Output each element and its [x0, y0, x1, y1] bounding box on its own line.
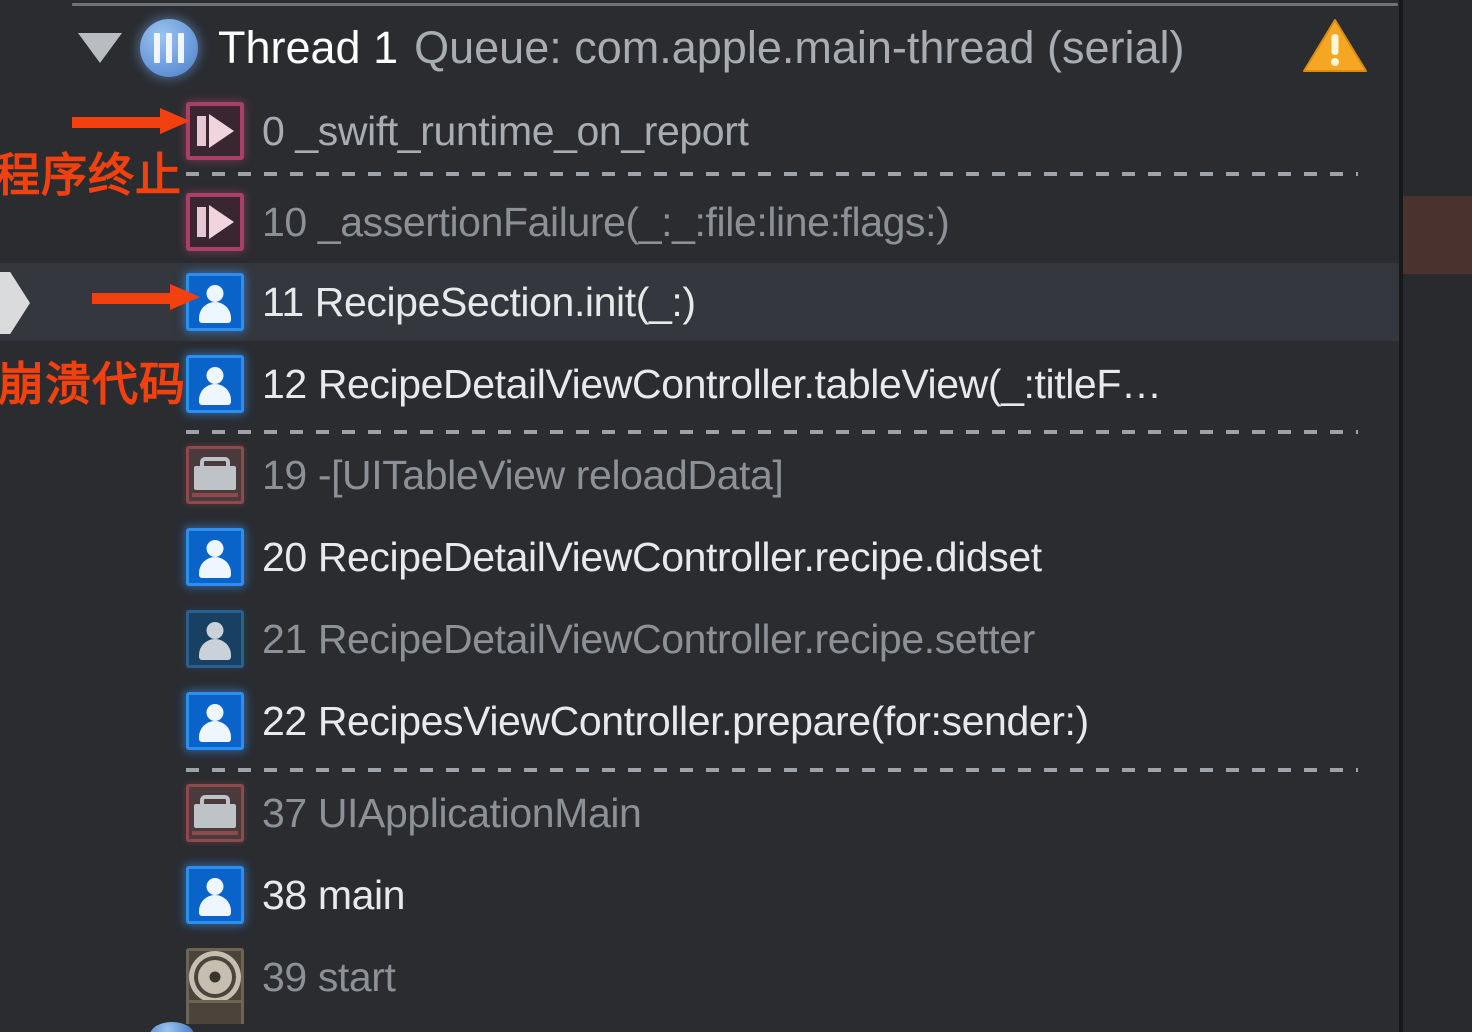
annotation-arrow-program-terminated — [72, 108, 190, 134]
frame-group-separator — [186, 172, 1358, 176]
stack-frame-label: 22 RecipesViewController.prepare(for:sen… — [262, 697, 1089, 744]
stack-frame-label: 21 RecipeDetailViewController.recipe.set… — [262, 615, 1035, 662]
disclosure-triangle-icon[interactable] — [78, 33, 122, 63]
runtime-play-icon — [186, 102, 244, 160]
next-thread-badge-peek[interactable] — [150, 1022, 194, 1032]
thread-queue-label: Queue: com.apple.main-thread (serial) — [414, 22, 1185, 73]
stack-frame-label: 12 RecipeDetailViewController.tableView(… — [262, 360, 1162, 407]
stack-frame-row[interactable]: 12 RecipeDetailViewController.tableView(… — [0, 345, 1400, 423]
pane-divider[interactable] — [1399, 0, 1403, 1032]
stack-frame-row-selected[interactable]: 11 RecipeSection.init(_:) — [0, 263, 1400, 341]
warning-triangle-icon[interactable] — [1302, 17, 1368, 75]
stack-frame-label: 37 UIApplicationMain — [262, 789, 642, 836]
stack-frame-row[interactable]: 19 -[UITableView reloadData] — [0, 436, 1400, 514]
runtime-play-icon — [186, 193, 244, 251]
thread-name-label: Thread 1 — [218, 22, 399, 73]
user-code-icon-dim — [186, 610, 244, 668]
annotation-crash-code: 崩溃代码 — [0, 357, 186, 411]
user-code-icon — [186, 528, 244, 586]
user-code-icon — [186, 692, 244, 750]
stack-frame-label: 20 RecipeDetailViewController.recipe.did… — [262, 533, 1042, 580]
framework-briefcase-icon — [186, 446, 244, 504]
stack-frame-label: 39 start — [262, 953, 396, 1000]
stack-frame-row[interactable]: 37 UIApplicationMain — [0, 774, 1400, 852]
stack-frame-label: 0 _swift_runtime_on_report — [262, 107, 749, 154]
panel-top-separator — [72, 3, 1398, 6]
debug-navigator-panel[interactable]: Thread 1 Queue: com.apple.main-thread (s… — [0, 0, 1400, 1032]
stack-frame-row[interactable]: 21 RecipeDetailViewController.recipe.set… — [0, 600, 1400, 678]
stack-frame-label: 38 main — [262, 871, 406, 918]
annotation-program-terminated: 程序终止 — [0, 148, 182, 202]
stack-frame-row[interactable]: 0 _swift_runtime_on_report — [0, 92, 1400, 170]
editor-error-highlight-band — [1403, 196, 1472, 274]
next-stack-frame-peek[interactable] — [186, 1000, 244, 1024]
gear-icon — [186, 948, 244, 1006]
stack-frame-label: 10 _assertionFailure(_:_:file:line:flags… — [262, 198, 950, 245]
stack-frame-row[interactable]: 22 RecipesViewController.prepare(for:sen… — [0, 682, 1400, 760]
stack-frame-row[interactable]: 39 start — [0, 938, 1400, 1016]
stack-frame-row[interactable]: 20 RecipeDetailViewController.recipe.did… — [0, 518, 1400, 596]
frame-group-separator — [186, 430, 1358, 434]
user-code-icon — [186, 355, 244, 413]
annotation-arrow-crash-code — [92, 284, 200, 310]
frame-group-separator — [186, 768, 1358, 772]
framework-briefcase-icon — [186, 784, 244, 842]
thread-header-row[interactable]: Thread 1 Queue: com.apple.main-thread (s… — [0, 8, 1400, 88]
stack-frame-label: 19 -[UITableView reloadData] — [262, 451, 784, 498]
stack-frame-row[interactable]: 38 main — [0, 856, 1400, 934]
stack-frame-row[interactable]: 10 _assertionFailure(_:_:file:line:flags… — [0, 183, 1400, 261]
editor-pane-sliver[interactable] — [1403, 0, 1472, 1032]
stack-frame-label: 11 RecipeSection.init(_:) — [262, 278, 696, 325]
user-code-icon — [186, 866, 244, 924]
thread-bars-icon — [140, 19, 198, 77]
